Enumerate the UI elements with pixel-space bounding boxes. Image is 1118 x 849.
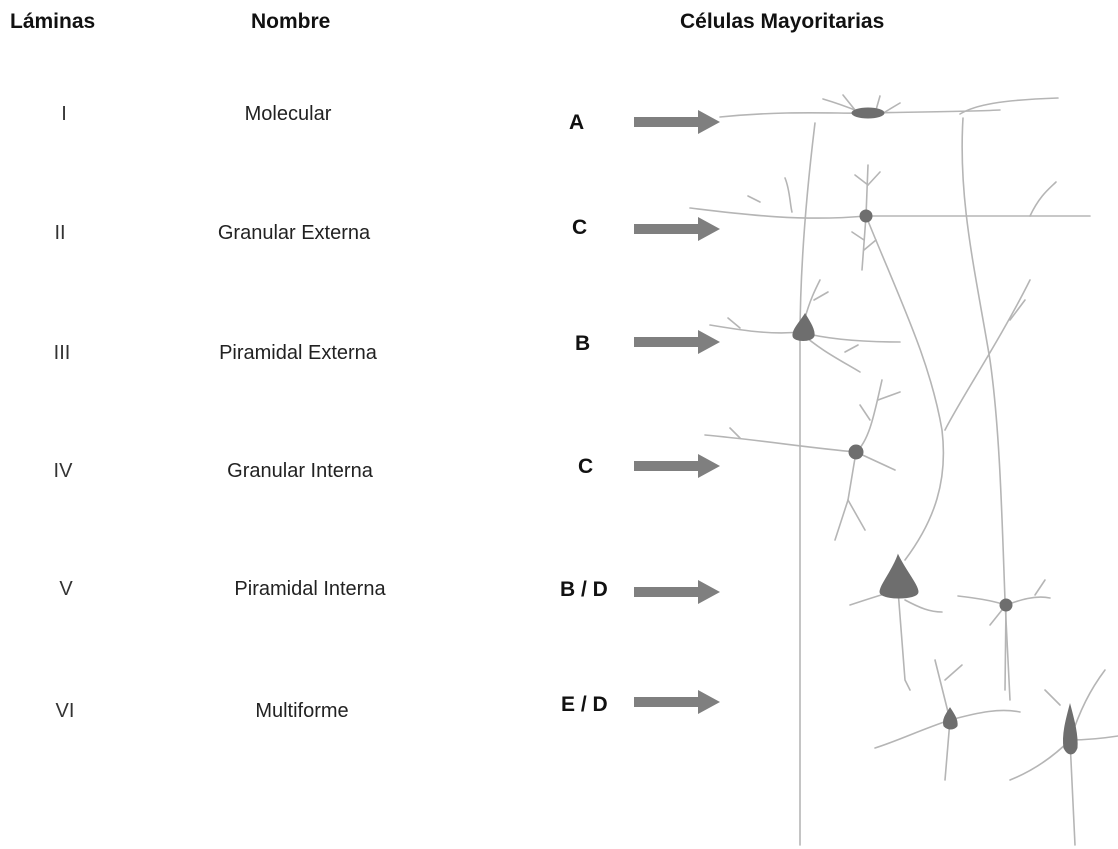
lamina-name-2: Granular Externa bbox=[218, 222, 370, 245]
lamina-numeral-3: III bbox=[54, 342, 71, 365]
cell-label-1: A bbox=[569, 111, 584, 135]
lamina-name-5: Piramidal Interna bbox=[234, 578, 385, 601]
cell-label-6: E / D bbox=[561, 693, 608, 717]
lamina-numeral-5: V bbox=[59, 578, 72, 601]
cell-label-5: B / D bbox=[560, 578, 608, 602]
cell-label-4: C bbox=[578, 455, 593, 479]
cell-label-2: C bbox=[572, 216, 587, 240]
lamina-numeral-6: VI bbox=[56, 700, 75, 723]
lamina-numeral-1: I bbox=[61, 103, 67, 126]
cortical-neurons-illustration bbox=[640, 80, 1118, 849]
header-celulas: Células Mayoritarias bbox=[680, 10, 884, 34]
header-nombre: Nombre bbox=[251, 10, 330, 34]
lamina-name-4: Granular Interna bbox=[227, 460, 373, 483]
header-laminas: Láminas bbox=[10, 10, 95, 34]
cell-label-3: B bbox=[575, 332, 590, 356]
lamina-name-1: Molecular bbox=[245, 103, 332, 126]
lamina-name-6: Multiforme bbox=[255, 700, 348, 723]
lamina-numeral-2: II bbox=[54, 222, 65, 245]
lamina-numeral-4: IV bbox=[54, 460, 73, 483]
lamina-name-3: Piramidal Externa bbox=[219, 342, 377, 365]
